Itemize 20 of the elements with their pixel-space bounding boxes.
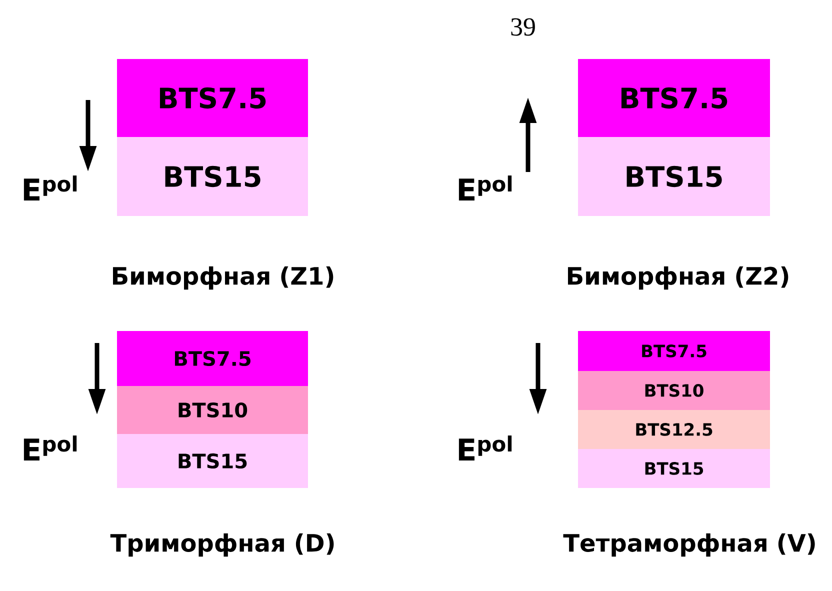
layer-box: BTS10: [578, 371, 770, 410]
layer-box: BTS7.5: [578, 331, 770, 371]
field-label: E$^{pol}$: [24, 436, 77, 460]
caption: Триморфная (D): [110, 533, 334, 557]
layer-box: BTS15: [117, 137, 308, 216]
layer-box: BTS15: [578, 449, 770, 488]
page-number: 39: [511, 18, 535, 36]
field-label: E$^{pol}$: [458, 436, 512, 460]
layer-box: BTS7.5: [578, 59, 770, 137]
layer-box: BTS10: [117, 386, 308, 434]
layer-box: BTS12.5: [578, 410, 770, 449]
layer-box: BTS7.5: [117, 331, 308, 386]
field-label: E$^{pol}$: [458, 176, 512, 200]
layer-box: BTS15: [578, 137, 770, 216]
caption: Биморфная (Z1): [113, 266, 334, 290]
caption: Биморфная (Z2): [568, 266, 788, 290]
layer-box: BTS15: [117, 434, 308, 488]
layer-box: BTS7.5: [117, 59, 308, 137]
field-label: E$^{pol}$: [24, 176, 77, 200]
caption: Тетраморфная (V): [563, 533, 815, 557]
